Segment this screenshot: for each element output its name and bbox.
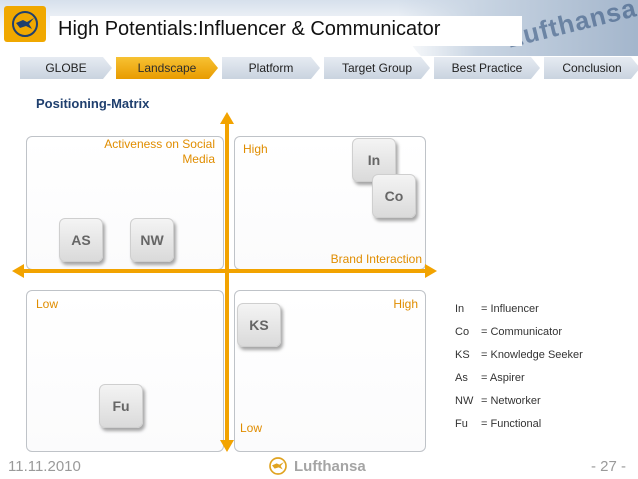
chip-functional: Fu <box>99 384 143 428</box>
legend-meaning: = Communicator <box>481 326 563 338</box>
vertical-axis-arrow <box>220 112 234 452</box>
page-number: - 27 - <box>590 458 626 475</box>
legend-abbr: In <box>455 303 465 315</box>
legend-abbr: KS <box>455 349 470 361</box>
y-axis-label-line2: Media <box>182 152 215 166</box>
tab-conclusion[interactable]: Conclusion <box>544 57 638 79</box>
horizontal-axis-arrow <box>12 264 437 278</box>
chip-networker: NW <box>130 218 174 262</box>
crane-icon <box>12 11 38 37</box>
legend-meaning: = Functional <box>481 418 542 430</box>
slide-header: Lufthansa High Potentials:Influencer & C… <box>0 0 638 56</box>
legend-item: As = Aspirer <box>455 372 635 395</box>
tab-landscape[interactable]: Landscape <box>116 57 218 79</box>
footer-brand-name: Lufthansa <box>294 457 366 475</box>
high-top-label: High <box>243 142 268 156</box>
legend-item: KS = Knowledge Seeker <box>455 349 635 372</box>
x-axis-label: Brand Interaction <box>330 252 422 266</box>
legend-abbr: Fu <box>455 418 468 430</box>
legend-meaning: = Knowledge Seeker <box>481 349 583 361</box>
chip-knowledge-seeker: KS <box>237 303 281 347</box>
matrix-subtitle: Positioning-Matrix <box>36 96 150 111</box>
legend-meaning: = Influencer <box>481 303 539 315</box>
legend-item: Fu = Functional <box>455 418 635 441</box>
chip-aspirer: AS <box>59 218 103 262</box>
tab-platform[interactable]: Platform <box>222 57 320 79</box>
title-background <box>50 16 522 46</box>
legend: In = Influencer Co = Communicator KS = K… <box>455 303 635 441</box>
slide-title: High Potentials:Influencer & Communicato… <box>58 18 441 40</box>
legend-item: Co = Communicator <box>455 326 635 349</box>
legend-meaning: = Aspirer <box>481 372 525 384</box>
section-nav: GLOBE Landscape Platform Target Group Be… <box>20 57 636 79</box>
footer-date: 11.11.2010 <box>8 458 81 475</box>
footer-brand: Lufthansa <box>268 456 366 476</box>
lufthansa-crane-logo <box>4 6 46 42</box>
legend-item: NW = Networker <box>455 395 635 418</box>
chip-communicator: Co <box>372 174 416 218</box>
legend-meaning: = Networker <box>481 395 541 407</box>
legend-abbr: Co <box>455 326 470 338</box>
low-bottom-label: Low <box>240 421 263 435</box>
tab-best-practice[interactable]: Best Practice <box>434 57 540 79</box>
y-axis-label-line1: Activeness on Social <box>104 137 215 151</box>
legend-abbr: NW <box>455 395 474 407</box>
tab-target-group[interactable]: Target Group <box>324 57 430 79</box>
legend-item: In = Influencer <box>455 303 635 326</box>
tab-globe[interactable]: GLOBE <box>20 57 112 79</box>
airplane-livery-text: Lufthansa <box>502 0 638 54</box>
crane-icon <box>269 457 287 475</box>
low-left-label: Low <box>36 297 59 311</box>
legend-abbr: As <box>455 372 468 384</box>
high-right-label: High <box>393 297 418 311</box>
